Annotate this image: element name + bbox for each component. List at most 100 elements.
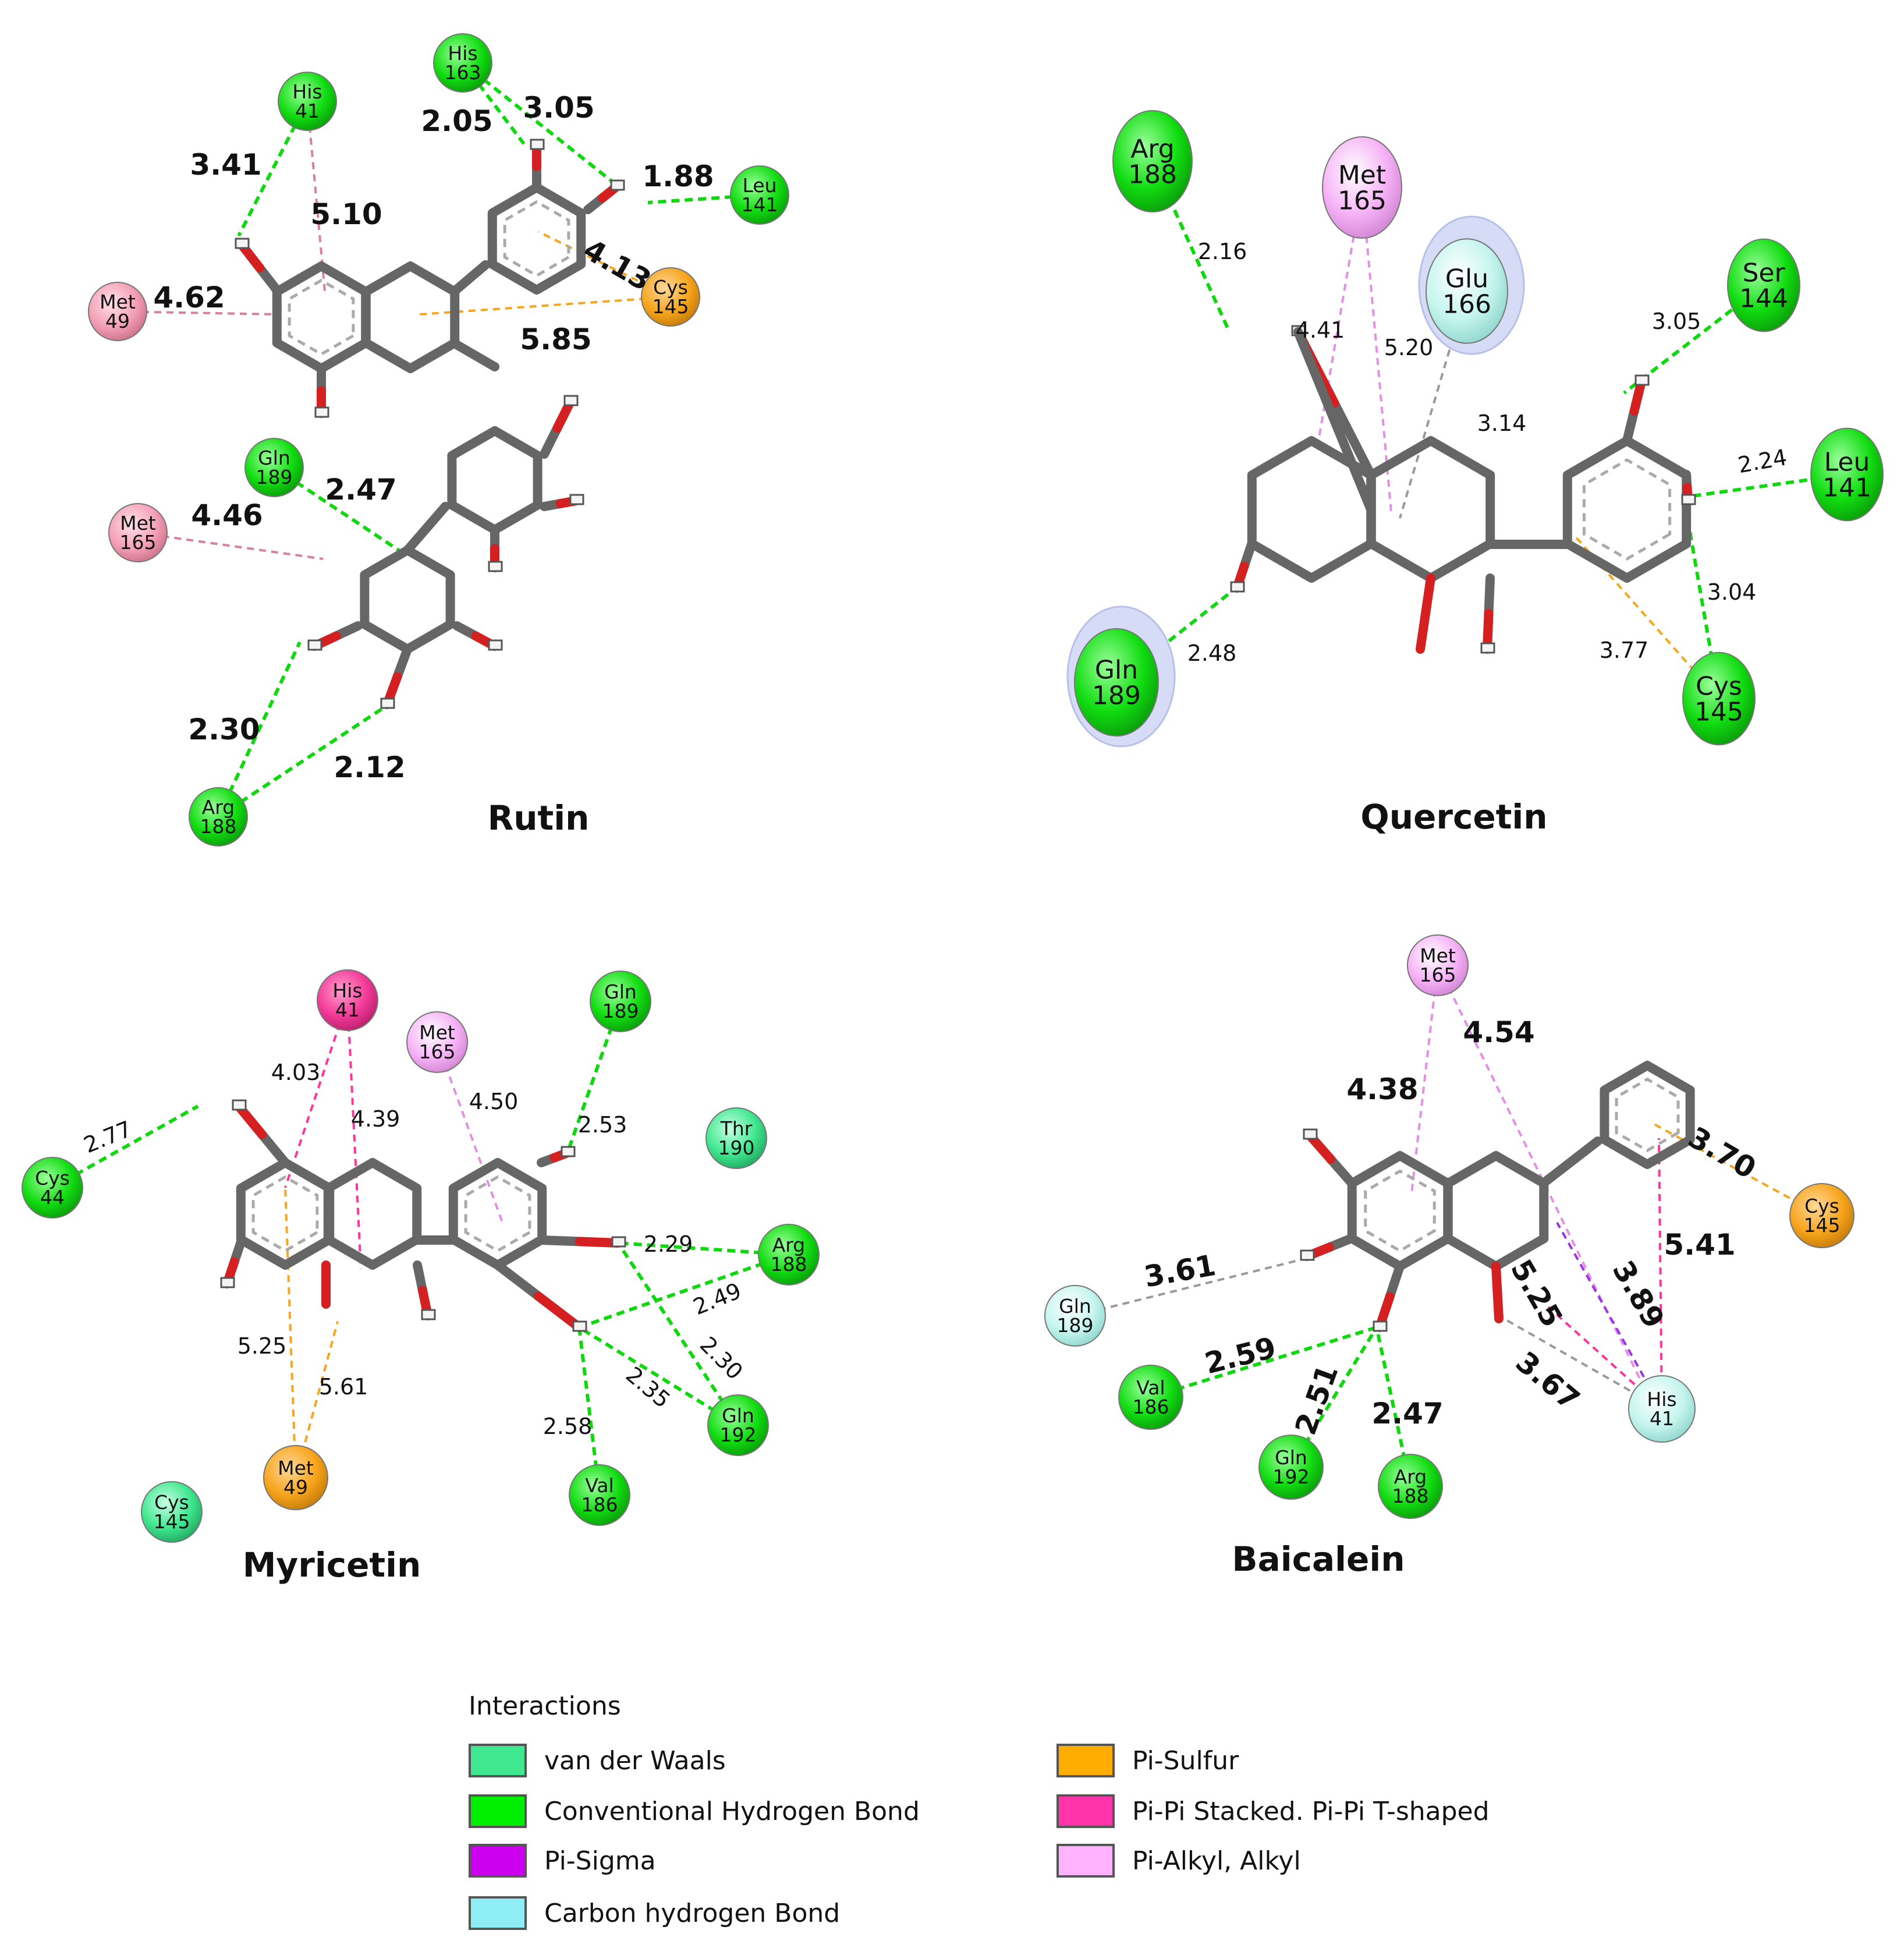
ring-bond bbox=[361, 261, 460, 373]
interaction-line bbox=[1410, 965, 1439, 1194]
residue-number: 165 bbox=[120, 531, 157, 554]
interaction-line bbox=[462, 61, 619, 188]
distance-label: 3.77 bbox=[1600, 638, 1649, 663]
distance-label: 4.41 bbox=[1296, 317, 1345, 343]
residue-number: 145 bbox=[653, 295, 689, 318]
residue-number: 165 bbox=[1420, 964, 1456, 986]
distance-label: 3.05 bbox=[1652, 309, 1701, 334]
residue-disc bbox=[141, 1481, 203, 1543]
legend-title: Interactions bbox=[469, 1691, 621, 1721]
hydrogen-atom bbox=[235, 238, 250, 249]
residue-name: Gln bbox=[1095, 655, 1138, 685]
residue-disc bbox=[278, 72, 337, 131]
distance-label: 2.51 bbox=[1289, 1360, 1345, 1439]
hydrogen-atom bbox=[1373, 1320, 1388, 1332]
residue-number: 188 bbox=[1128, 160, 1177, 189]
residue-number: 190 bbox=[718, 1136, 755, 1159]
residue-name: Gln bbox=[1275, 1446, 1307, 1469]
hydrogen-atom bbox=[488, 561, 503, 572]
baicalein-structure bbox=[1300, 1061, 1695, 1332]
hydrogen-atom bbox=[569, 494, 584, 505]
residue-disc bbox=[1789, 1183, 1855, 1248]
interaction-line bbox=[1653, 1122, 1823, 1217]
residue-number: 141 bbox=[742, 193, 778, 216]
residue-name: Met bbox=[120, 512, 156, 534]
hydrogen-atom bbox=[232, 1099, 247, 1111]
rutin-structure bbox=[235, 139, 625, 709]
residue-name: Thr bbox=[720, 1117, 753, 1140]
hydrogen-atom bbox=[530, 139, 545, 150]
residue-disc bbox=[317, 969, 378, 1031]
distance-label: 1.88 bbox=[642, 160, 714, 193]
atom-bond bbox=[1539, 1136, 1602, 1188]
legend-swatch bbox=[469, 1844, 527, 1878]
residue-disc bbox=[1112, 109, 1193, 213]
atom-bond bbox=[1329, 398, 1375, 479]
residue-name: Cys bbox=[1696, 671, 1742, 701]
residue-name: Met bbox=[1420, 944, 1456, 967]
distance-label: 4.38 bbox=[1346, 1072, 1418, 1106]
hydrogen-atom bbox=[380, 697, 395, 709]
atom-bond bbox=[257, 1129, 290, 1167]
distance-label: 4.50 bbox=[469, 1089, 519, 1114]
quercetin-structure bbox=[1230, 325, 1696, 654]
atom-bond bbox=[1484, 573, 1495, 618]
distance-label: 2.24 bbox=[1736, 444, 1789, 478]
residue-disc bbox=[1322, 136, 1402, 239]
residue-name: Ser bbox=[1742, 258, 1785, 288]
residue-name: Met bbox=[278, 1457, 314, 1479]
residue-number: 144 bbox=[1739, 284, 1788, 313]
distance-label: 2.49 bbox=[690, 1278, 745, 1320]
residue-number: 145 bbox=[154, 1510, 190, 1533]
residue-disc bbox=[758, 1224, 820, 1285]
distance-label: 2.48 bbox=[1187, 640, 1237, 666]
atom-bond bbox=[1629, 377, 1646, 416]
residue-disc bbox=[244, 438, 304, 497]
residue-disc bbox=[1378, 1454, 1443, 1519]
distance-label: 2.16 bbox=[1198, 239, 1247, 264]
residue-name: His bbox=[448, 42, 477, 65]
residue-number: 189 bbox=[602, 1000, 639, 1022]
residue-name: Met bbox=[419, 1021, 455, 1044]
distance-label: 3.41 bbox=[190, 148, 261, 182]
distance-label: 5.10 bbox=[310, 197, 382, 231]
residue-name: Cys bbox=[1804, 1195, 1839, 1217]
aromatic-ring-dash bbox=[464, 1175, 531, 1253]
residue-number: 49 bbox=[283, 1476, 308, 1499]
distance-label: 5.61 bbox=[319, 1374, 368, 1400]
ring-bond bbox=[1366, 436, 1495, 583]
aromatic-ring-dash bbox=[251, 1175, 319, 1253]
residue-disc bbox=[108, 503, 168, 562]
residue-name: Arg bbox=[202, 796, 235, 819]
hydrogen-atom bbox=[1230, 581, 1245, 593]
hydrogen-atom bbox=[572, 1320, 587, 1332]
distance-label: 5.25 bbox=[1504, 1254, 1569, 1333]
distance-label: 3.04 bbox=[1707, 579, 1757, 605]
residue-number: 141 bbox=[1823, 473, 1871, 502]
legend: Interactions van der Waals Conventional … bbox=[469, 1691, 1633, 1947]
distance-label: 5.25 bbox=[237, 1333, 287, 1359]
legend-label: Carbon hydrogen Bond bbox=[544, 1899, 841, 1928]
residue-name: Gln bbox=[1059, 1295, 1091, 1318]
residue-disc bbox=[433, 33, 492, 93]
interaction-line bbox=[436, 1042, 505, 1226]
residue-name: Met bbox=[1338, 160, 1386, 190]
atom-bond bbox=[255, 263, 282, 296]
hydrogen-atom bbox=[1300, 1249, 1315, 1261]
residue-number: 165 bbox=[1338, 186, 1387, 215]
residue-number: 192 bbox=[720, 1423, 757, 1446]
panel-title-quercetin: Quercetin bbox=[1360, 797, 1547, 837]
hydrogen-atom bbox=[421, 1309, 436, 1320]
distance-label: 5.85 bbox=[520, 323, 591, 356]
